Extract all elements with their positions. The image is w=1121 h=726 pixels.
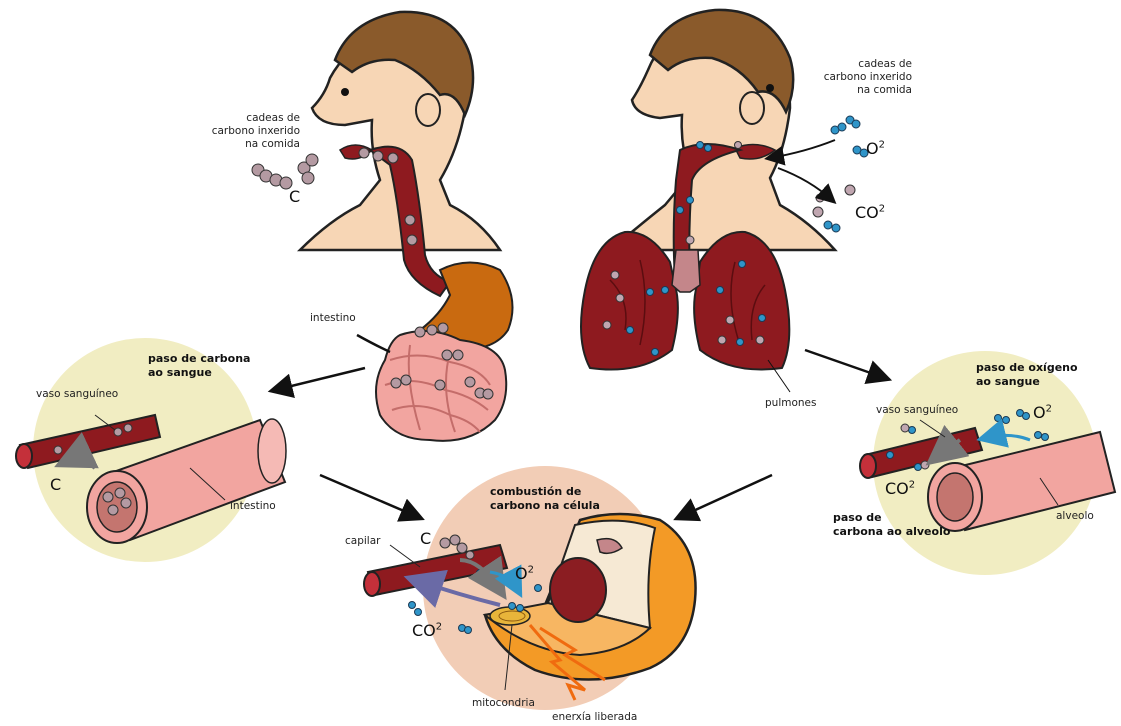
left-circle-carbon-symbol: C — [50, 476, 61, 494]
right-circle-co2-formula: CO2 — [885, 480, 915, 498]
cell-oxygen-formula: O2 — [515, 565, 534, 583]
cell-co2-formula: CO2 — [412, 622, 442, 640]
cell-carbon-symbol: C — [420, 530, 431, 548]
exhale-arrow — [778, 168, 832, 200]
cell-title: combustión de carbono na célula — [490, 485, 600, 513]
right-head-co2-formula: CO2 — [855, 204, 885, 222]
right-circle-vessel-label: vaso sanguíneo — [876, 404, 958, 417]
cell-energy-label: enerxía liberada — [552, 711, 637, 724]
right-head-food-label: cadeas de carbono inxerido na comida — [800, 58, 912, 97]
left-head-food-label: cadeas de carbono inxerido na comida — [150, 112, 300, 151]
right-head — [581, 10, 835, 370]
right-head-oxygen-formula: O2 — [866, 140, 885, 158]
left-circle-vessel-label: vaso sanguíneo — [36, 388, 118, 401]
digestion-intestine-label: intestino — [310, 312, 356, 325]
right-circle-title: paso de oxígeno ao sangue — [976, 361, 1078, 389]
left-circle-intestine-label: intestino — [230, 500, 276, 513]
right-circle-oxygen-formula: O2 — [1033, 404, 1052, 422]
lungs-label: pulmones — [765, 397, 816, 410]
left-circle-title: paso de carbona ao sangue — [148, 352, 250, 380]
cell-mitochondria-label: mitocondria — [472, 697, 535, 710]
left-head-carbon-symbol: C — [289, 188, 300, 206]
cell-capillary-label: capilar — [345, 535, 380, 548]
right-circle-alveolus-label: alveolo — [1056, 510, 1094, 523]
right-circle-title-2: paso de carbona ao alveolo — [833, 511, 950, 539]
